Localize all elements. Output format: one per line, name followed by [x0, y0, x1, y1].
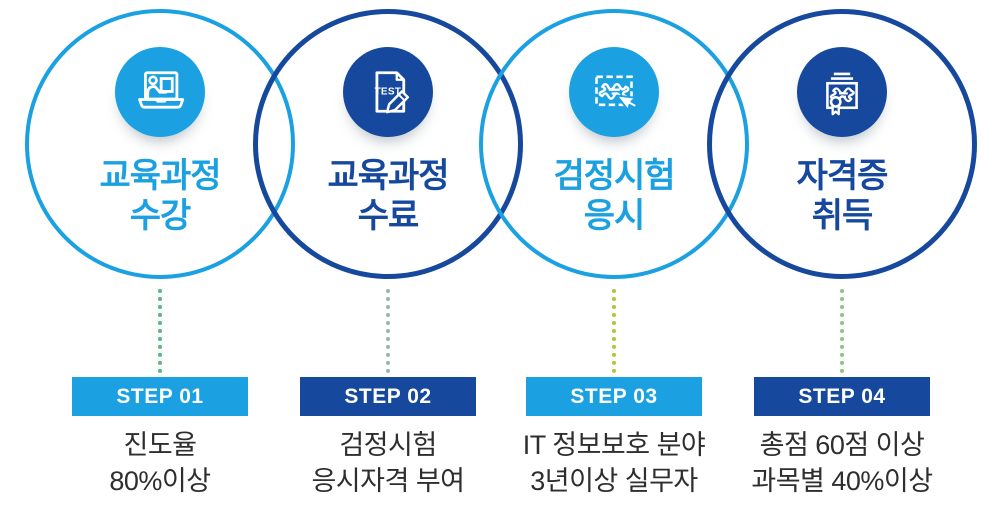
step2-title-line1: 교육과정 [327, 157, 449, 195]
step2-badge-label: STEP 02 [344, 384, 432, 408]
step4-title-line2: 취득 [811, 197, 874, 236]
step4-title-line1: 자격증 [796, 157, 889, 195]
step4-caption-line1: 총점 60점 이상 [759, 430, 925, 460]
step2-badge: STEP 02 [300, 377, 476, 416]
step4-title: 자격증 취득 [728, 156, 956, 236]
step2-dotted-connector [386, 289, 390, 373]
step4-outline-circle [707, 9, 977, 279]
step3-title: 검정시험 응시 [500, 156, 728, 236]
step1-caption-line2: 80%이상 [109, 465, 211, 496]
step1-column: 교육과정 수강 STEP 01 진도율 80%이상 [46, 0, 274, 527]
step3-title-line1: 검정시험 [553, 157, 675, 195]
step1-title-line2: 수강 [129, 197, 192, 236]
step3-title-line2: 응시 [583, 197, 646, 236]
step1-title-line1: 교육과정 [99, 157, 221, 195]
step3-caption-line1: IT 정보보호 분야 [522, 430, 706, 460]
step3-caption-line2: 3년이상 실무자 [530, 465, 698, 496]
step1-caption-line1: 진도율 [123, 430, 197, 460]
step4-dotted-connector [840, 289, 844, 373]
step4-badge: STEP 04 [754, 377, 930, 416]
certificate-ribbon-icon [826, 72, 858, 116]
step2-caption: 검정시험 응시자격 부여 [263, 428, 513, 499]
step2-title: 교육과정 수료 [274, 156, 502, 236]
step4-column: 자격증 취득 STEP 04 총점 60점 이상 과목별 40%이상 [728, 0, 956, 527]
step3-column: 검정시험 응시 STEP 03 IT 정보보호 분야 3년이상 실무자 [500, 0, 728, 527]
step1-badge: STEP 01 [72, 377, 248, 416]
step3-badge: STEP 03 [526, 377, 702, 416]
step1-dotted-connector [158, 289, 162, 373]
test-label: TEST [375, 86, 402, 97]
step2-column: TEST 교육과정 수료 STEP 02 검정시험 응시자격 부여 [274, 0, 502, 527]
step3-caption: IT 정보보호 분야 3년이상 실무자 [489, 428, 739, 499]
step4-icon-badge [797, 47, 887, 137]
step1-badge-label: STEP 01 [116, 384, 204, 408]
step4-caption: 총점 60점 이상 과목별 40%이상 [717, 428, 967, 499]
step4-badge-label: STEP 04 [798, 384, 886, 408]
step1-icon-badge [115, 47, 205, 137]
test-document-icon: TEST [375, 71, 410, 114]
step3-icon-badge [569, 47, 659, 137]
step2-caption-line1: 검정시험 [339, 430, 437, 460]
laptop-lecture-icon [138, 71, 185, 109]
step3-dotted-connector [612, 289, 616, 373]
step4-caption-line2: 과목별 40%이상 [751, 465, 933, 496]
step2-caption-line2: 응시자격 부여 [311, 465, 465, 496]
step1-caption: 진도율 80%이상 [35, 428, 285, 499]
step2-title-line2: 수료 [357, 197, 420, 236]
step1-title: 교육과정 수강 [46, 156, 274, 236]
step3-badge-label: STEP 03 [570, 384, 658, 408]
certificate-cursor-icon [595, 75, 638, 112]
step2-icon-badge: TEST [343, 47, 433, 137]
